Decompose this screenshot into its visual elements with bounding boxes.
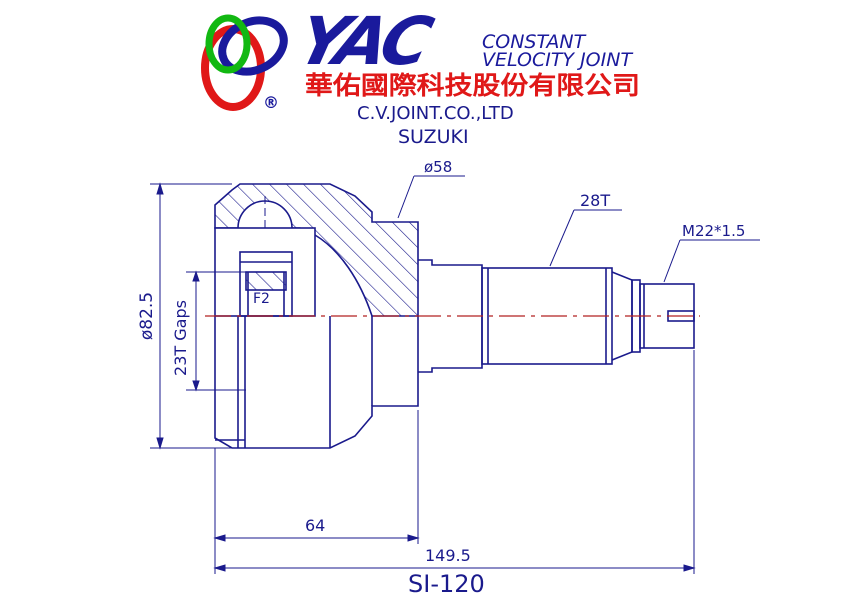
bell-lower-outline bbox=[214, 316, 419, 449]
brand-wordmark: YAC bbox=[290, 3, 440, 80]
dim-outer-splines: 28T bbox=[580, 191, 610, 210]
dim-outer-diameter: ø82.5 bbox=[137, 292, 157, 340]
registered-mark: ® bbox=[263, 93, 279, 112]
logo-green-ring bbox=[205, 14, 251, 74]
dimension-lines bbox=[150, 175, 760, 574]
dim-total-length: 149.5 bbox=[425, 546, 471, 565]
joint-drawing bbox=[214, 183, 695, 449]
mark-f2: F2 bbox=[253, 291, 270, 307]
dimension-labels: ø82.5 23T Gaps ø58 28T M22*1.5 F2 64 149… bbox=[137, 158, 745, 596]
dim-body-length: 64 bbox=[305, 516, 325, 535]
part-number: SI-120 bbox=[408, 570, 485, 596]
company-name-chinese: 華佑國際科技股份有限公司 bbox=[305, 71, 640, 100]
race-hatch bbox=[245, 271, 287, 291]
dim-thread: M22*1.5 bbox=[682, 222, 745, 240]
dim-inner-splines: 23T Gaps bbox=[171, 300, 190, 376]
dim-neck-diameter: ø58 bbox=[424, 158, 452, 176]
company-name-english: C.V.JOINT.CO.,LTD bbox=[357, 103, 514, 124]
tagline-line1: CONSTANT bbox=[482, 31, 587, 53]
company-logo: ® bbox=[201, 14, 288, 112]
tagline-line2: VELOCITY JOINT bbox=[482, 49, 633, 71]
vehicle-make: SUZUKI bbox=[398, 126, 469, 148]
